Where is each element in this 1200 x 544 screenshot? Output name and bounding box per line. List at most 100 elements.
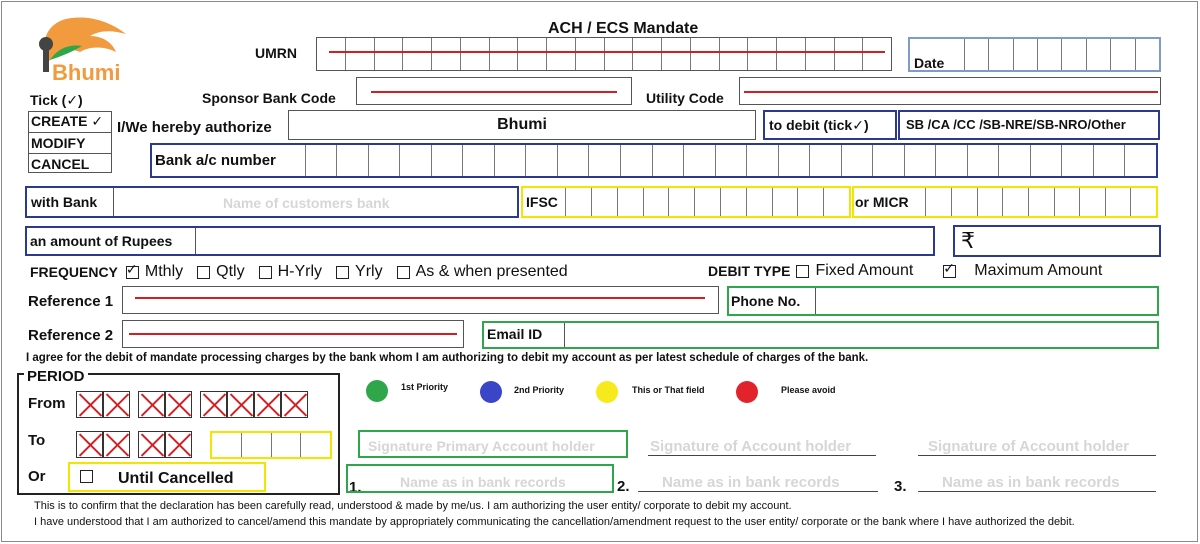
reference2-field[interactable] <box>122 320 464 348</box>
umrn-field[interactable] <box>316 37 892 71</box>
with-bank-field[interactable]: Name of customers bank <box>25 186 519 218</box>
agree-statement: I agree for the debit of mandate process… <box>26 352 869 364</box>
debit-type-label: DEBIT TYPE <box>708 263 791 279</box>
first-priority-label: 1st Priority <box>401 382 449 392</box>
email-field[interactable] <box>482 321 1159 349</box>
second-signature-placeholder: Signature of Account holder <box>650 438 852 455</box>
fixed-amount-checkbox[interactable] <box>796 264 810 278</box>
signatory-3-number: 3. <box>894 478 907 495</box>
date-field[interactable] <box>908 37 1161 72</box>
second-name-field[interactable]: Name as in bank records <box>638 468 878 492</box>
until-cancelled-field[interactable]: Until Cancelled <box>68 462 266 492</box>
sponsor-bank-code-label: Sponsor Bank Code <box>202 90 336 106</box>
hyrly-label: H-Yrly <box>277 263 323 280</box>
third-signature-placeholder: Signature of Account holder <box>928 438 1130 455</box>
account-type-options[interactable]: SB /CA /CC /SB-NRE/SB-NRO/Other <box>898 110 1160 140</box>
reference2-label: Reference 2 <box>28 327 114 344</box>
this-or-that-dot <box>596 381 618 403</box>
form-title: ACH / ECS Mandate <box>548 20 699 37</box>
first-priority-dot <box>366 380 388 402</box>
debit-type-row: DEBIT TYPE Fixed Amount Maximum Amount <box>708 260 1103 281</box>
to-date-cells[interactable] <box>76 431 200 458</box>
please-avoid-dot <box>736 381 758 403</box>
declaration-line-1: This is to confirm that the declaration … <box>34 500 792 512</box>
maximum-amount-checkbox[interactable] <box>943 260 957 278</box>
flame-hair-icon: Bhumi <box>39 17 126 85</box>
avoid-line <box>135 297 705 299</box>
second-signature-field[interactable]: Signature of Account holder <box>648 432 876 456</box>
mthly-label: Mthly <box>144 263 184 280</box>
avoid-line <box>129 333 457 335</box>
reference1-label: Reference 1 <box>28 293 114 310</box>
avoid-line <box>371 91 617 93</box>
action-create[interactable]: CREATE ✓ <box>29 112 111 133</box>
ifsc-field[interactable] <box>521 186 851 218</box>
amount-label: an amount of Rupees <box>30 233 173 249</box>
third-name-field[interactable]: Name as in bank records <box>918 468 1156 492</box>
rupee-icon: ₹ <box>961 228 975 253</box>
action-box: CREATE ✓ MODIFY CANCEL <box>28 111 112 173</box>
qtly-label: Qtly <box>216 263 245 280</box>
to-year-field[interactable] <box>210 431 332 459</box>
amount-figures-field[interactable]: ₹ <box>953 225 1161 257</box>
svg-text:Bhumi: Bhumi <box>52 60 120 85</box>
primary-signature-field[interactable]: Signature Primary Account holder <box>358 430 628 458</box>
avoid-line <box>329 51 885 53</box>
debit-tick-label: to debit (tick✓) <box>763 110 897 140</box>
until-cancelled-checkbox[interactable] <box>80 470 93 483</box>
frequency-row: FREQUENCY Mthly Qtly H-Yrly Yrly As & wh… <box>30 261 568 282</box>
yrly-checkbox[interactable] <box>336 265 350 279</box>
avoid-line <box>744 91 1158 93</box>
second-priority-label: 2nd Priority <box>514 385 565 395</box>
from-date-cells[interactable] <box>76 391 308 418</box>
email-label: Email ID <box>487 326 543 342</box>
micr-field[interactable] <box>852 186 1158 218</box>
date-label: Date <box>914 55 945 71</box>
second-priority-dot <box>480 381 502 403</box>
amount-words-field[interactable] <box>25 226 935 256</box>
action-modify[interactable]: MODIFY <box>29 133 111 154</box>
with-bank-label: with Bank <box>31 194 98 210</box>
please-avoid-label: Please avoid <box>781 385 836 395</box>
mthly-checkbox[interactable] <box>125 261 139 279</box>
declaration-line-2: I have understood that I am authorized t… <box>34 516 1075 528</box>
maximum-amount-label: Maximum Amount <box>974 262 1103 279</box>
ifsc-label: IFSC <box>526 194 558 210</box>
period-label: PERIOD <box>24 368 88 385</box>
utility-code-field[interactable] <box>739 77 1161 105</box>
period-box <box>17 373 340 495</box>
qtly-checkbox[interactable] <box>197 265 211 279</box>
hyrly-checkbox[interactable] <box>258 265 272 279</box>
with-bank-placeholder: Name of customers bank <box>223 195 390 211</box>
second-name-placeholder: Name as in bank records <box>662 474 840 491</box>
third-name-placeholder: Name as in bank records <box>942 474 1120 491</box>
yrly-label: Yrly <box>355 263 383 280</box>
bank-account-number-field[interactable] <box>150 143 1158 178</box>
micr-label: or MICR <box>855 194 909 210</box>
sponsor-bank-code-field[interactable] <box>356 77 632 105</box>
or-label: Or <box>28 468 46 485</box>
phone-field[interactable] <box>727 286 1159 316</box>
umrn-label: UMRN <box>255 45 297 61</box>
from-label: From <box>28 395 66 412</box>
action-cancel[interactable]: CANCEL <box>31 156 90 172</box>
phone-label: Phone No. <box>731 293 801 309</box>
bhumi-logo: Bhumi <box>28 12 146 88</box>
third-signature-field[interactable]: Signature of Account holder <box>918 432 1156 456</box>
as-presented-label: As & when presented <box>415 263 568 280</box>
primary-name-placeholder: Name as in bank records <box>400 474 566 490</box>
this-or-that-label: This or That field <box>632 385 705 395</box>
reference1-field[interactable] <box>122 286 719 314</box>
as-presented-checkbox[interactable] <box>396 265 410 279</box>
utility-code-label: Utility Code <box>646 90 724 106</box>
authorize-entity-field[interactable]: Bhumi <box>288 110 756 140</box>
to-label: To <box>28 432 46 449</box>
bank-account-label: Bank a/c number <box>155 152 276 169</box>
tick-label: Tick (✓) <box>30 92 83 108</box>
until-cancelled-label: Until Cancelled <box>118 470 234 487</box>
primary-signature-placeholder: Signature Primary Account holder <box>368 438 595 454</box>
signatory-2-number: 2. <box>617 478 630 495</box>
primary-name-field[interactable]: Name as in bank records <box>346 464 614 493</box>
authorize-label: I/We hereby authorize <box>117 119 272 136</box>
